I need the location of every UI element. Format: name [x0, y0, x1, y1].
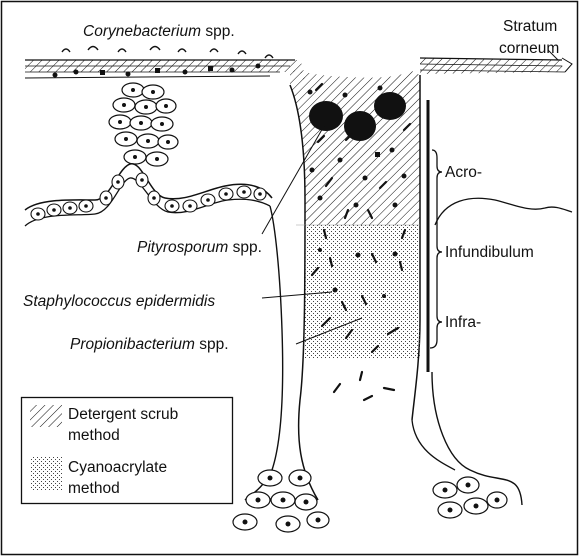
corynebacterium-marks	[62, 47, 273, 59]
propionibacterium-label: Propionibacterium spp.	[70, 336, 229, 353]
legend: Detergent scrub method Cyanoacrylate met…	[22, 398, 233, 504]
stratum-label-line2: corneum	[499, 40, 559, 57]
gland-cells	[109, 83, 178, 166]
staphylococcus-label: Staphylococcus epidermidis	[23, 293, 215, 310]
lower-right-cells	[433, 477, 507, 518]
infra-label: Infra-	[445, 314, 481, 331]
dermis-line-right	[435, 198, 572, 225]
acro-label: Acro-	[445, 164, 482, 181]
legend-cyano-line1: Cyanoacrylate	[68, 459, 167, 476]
cyanoacrylate-zone	[305, 225, 420, 358]
follicle-base-right	[412, 420, 455, 470]
pityrosporum-label: Pityrosporum spp.	[137, 239, 262, 256]
infundibulum-label: Infundibulum	[445, 244, 534, 261]
corynebacterium-label: Corynebacterium spp.	[83, 23, 235, 40]
basal-cells	[31, 173, 266, 220]
legend-detergent-line2: method	[68, 427, 120, 444]
legend-hatch-swatch	[30, 405, 62, 427]
legend-dots-swatch	[30, 457, 62, 491]
legend-detergent-line1: Detergent scrub	[68, 406, 178, 423]
stratum-label-line1: Stratum	[503, 18, 557, 35]
infundibulum-brace	[437, 226, 442, 308]
legend-cyano-line2: method	[68, 480, 120, 497]
epidermis-line	[25, 164, 272, 210]
infra-brace	[430, 308, 442, 348]
